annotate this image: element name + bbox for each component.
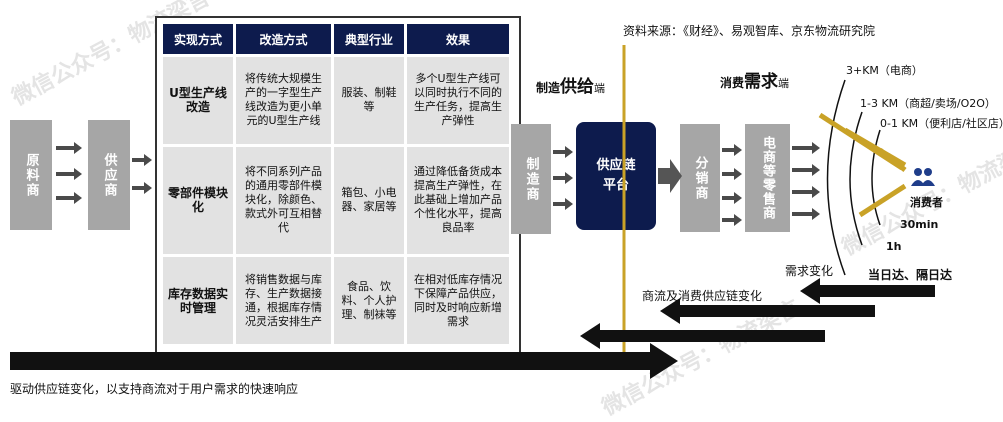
table-row: 零部件模块化 将不同系列产品的通用零部件模块化，除颜色、款式外可互相替代 箱包、…	[163, 146, 509, 255]
source-note: 资料来源：《财经》、易观智库、京东物流研究院	[623, 24, 876, 38]
demand-side-prefix: 消费	[720, 76, 745, 90]
manufacturer-box: 制造商	[511, 124, 551, 234]
table-cell: 将传统大规模生产的一字型生产线改造为更小单元的U型生产线	[236, 57, 331, 144]
table-cell: 将不同系列产品的通用零部件模块化，除颜色、款式外可互相替代	[236, 146, 331, 255]
table-cell: 零部件模块化	[163, 146, 233, 255]
table-cell: 将销售数据与库存、生产数据接通，根据库存情况灵活安排生产	[236, 257, 331, 344]
table-cell: 多个U型生产线可以同时执行不同的生产任务，提高生产弹性	[407, 57, 509, 144]
raw-material-box: 原料商	[10, 120, 52, 230]
table-row: U型生产线改造 将传统大规模生产的一字型生产线改造为更小单元的U型生产线 服装、…	[163, 57, 509, 144]
watermark: 微信公众号：物流梁言	[598, 295, 805, 421]
footer-text: 驱动供应链变化，以支持商流对于用户需求的快速响应	[10, 382, 299, 396]
range-3km-label: 3+KM（电商）	[846, 64, 923, 77]
table-cell: 服装、制鞋等	[334, 57, 404, 144]
time-30min-label: 30min	[900, 218, 939, 231]
table-cell: 库存数据实时管理	[163, 257, 233, 344]
table-cell: 食品、饮料、个人护理、制袜等	[334, 257, 404, 344]
demand-side-suffix: 端	[778, 77, 790, 90]
consumer-label: 消费者	[910, 196, 943, 209]
range-1-3km-label: 1-3 KM（商超/卖场/O2O）	[860, 97, 996, 110]
commerce-change-label: 商流及消费供应链变化	[642, 289, 763, 303]
platform-line2: 平台	[602, 178, 629, 193]
table-cell: 箱包、小电器、家居等	[334, 146, 404, 255]
retailer-box: 电商等零售商	[745, 124, 790, 232]
table-cell: 通过降低备货成本提高生产弹性，在此基础上增加产品个性化水平，提高良品率	[407, 146, 509, 255]
supply-chain-platform: 供应链 平台	[576, 122, 656, 230]
table-header: 改造方式	[236, 24, 331, 54]
table-header: 实现方式	[163, 24, 233, 54]
supply-side-prefix: 制造	[536, 81, 561, 95]
delivery-speed-label: 当日达、隔日达	[868, 268, 953, 282]
range-0-1km-label: 0-1 KM（便利店/社区店）	[880, 117, 1003, 130]
table-row: 库存数据实时管理 将销售数据与库存、生产数据接通，根据库存情况灵活安排生产 食品…	[163, 257, 509, 344]
implementation-table: 实现方式 改造方式 典型行业 效果 U型生产线改造 将传统大规模生产的一字型生产…	[160, 21, 512, 347]
platform-to-distributor-arrow	[658, 159, 682, 193]
table-cell: U型生产线改造	[163, 57, 233, 144]
supplier-box: 供应商	[88, 120, 130, 230]
table-header: 效果	[407, 24, 509, 54]
demand-change-label: 需求变化	[785, 264, 834, 278]
table-cell: 在相对低库存情况下保障产品供应，同时及时响应新增需求	[407, 257, 509, 344]
platform-line1: 供应链	[596, 158, 636, 173]
demand-side-label: 消费需求端	[720, 67, 789, 92]
supply-side-suffix: 端	[594, 82, 606, 95]
demand-side-main: 需求	[744, 72, 779, 92]
time-1h-label: 1h	[886, 240, 902, 253]
supply-side-main: 供给	[560, 77, 595, 97]
table-header: 典型行业	[334, 24, 404, 54]
supply-side-label: 制造供给端	[536, 72, 605, 97]
table-header-row: 实现方式 改造方式 典型行业 效果	[163, 24, 509, 54]
distributor-box: 分销商	[680, 124, 720, 232]
